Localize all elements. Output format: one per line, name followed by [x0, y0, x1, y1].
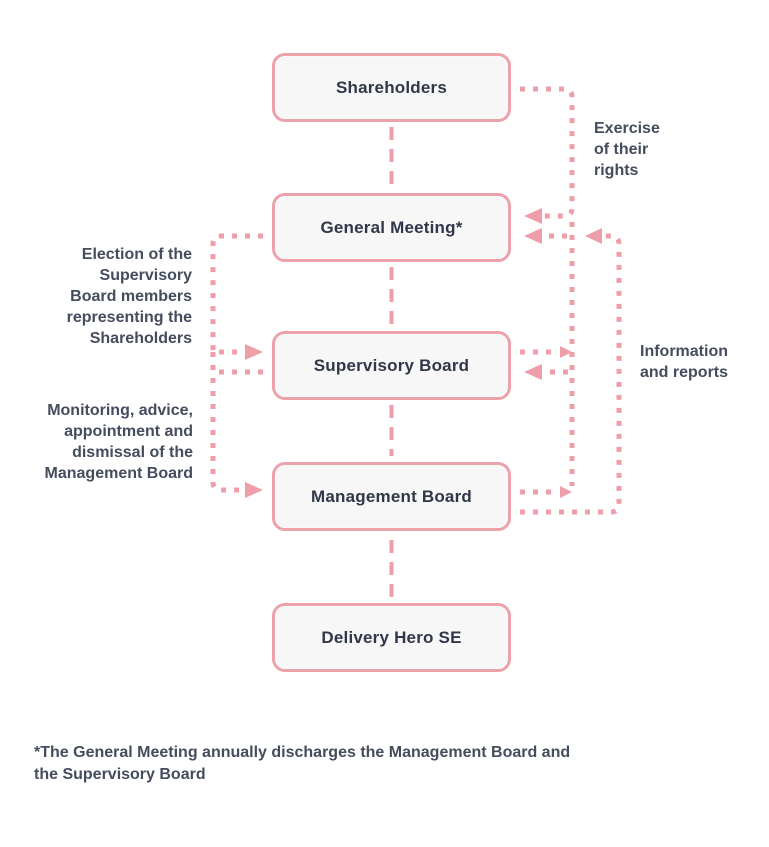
label-exercise-of-rights: Exercise of their rights	[594, 120, 660, 179]
junction-arrow-supervisory	[560, 346, 572, 358]
flow-information-reports-outer	[520, 228, 622, 515]
arrowhead-into-management-board-left	[245, 482, 263, 498]
dotted-line	[210, 233, 263, 355]
node-label: Delivery Hero SE	[321, 627, 462, 647]
label-election: Election of the Supervisory Board member…	[66, 246, 192, 347]
node-label: Supervisory Board	[313, 355, 470, 375]
label-monitoring: Monitoring, advice, appointment and dism…	[44, 402, 193, 482]
dotted-line	[520, 86, 575, 219]
flow-election	[210, 233, 263, 360]
node-general-meeting: General Meeting*	[272, 193, 511, 262]
flow-information-reports-inner	[520, 222, 575, 498]
node-delivery-hero-se: Delivery Hero SE	[272, 603, 511, 672]
outer-loop-line	[520, 233, 622, 515]
mid-arrowhead	[585, 228, 602, 244]
footnote: *The General Meeting annually discharges…	[34, 744, 571, 783]
arrowhead-into-general-meeting	[524, 208, 542, 224]
junction-arrow-management	[560, 486, 572, 498]
node-supervisory-board: Supervisory Board	[272, 331, 511, 400]
arrowhead-into-supervisory-board-left	[245, 344, 263, 360]
label-information-reports: Information and reports	[640, 343, 729, 381]
flow-exercise-of-rights	[520, 86, 575, 224]
flow-monitoring	[210, 352, 263, 498]
node-label: Shareholders	[335, 77, 448, 97]
node-label: Management Board	[311, 486, 472, 506]
node-label: General Meeting*	[320, 217, 463, 237]
node-management-board: Management Board	[272, 462, 511, 531]
dotted-line	[210, 352, 263, 493]
arrowhead-into-general-meeting-2	[524, 228, 542, 244]
arrowhead-into-supervisory-board	[524, 364, 542, 380]
node-shareholders: Shareholders	[272, 53, 511, 122]
